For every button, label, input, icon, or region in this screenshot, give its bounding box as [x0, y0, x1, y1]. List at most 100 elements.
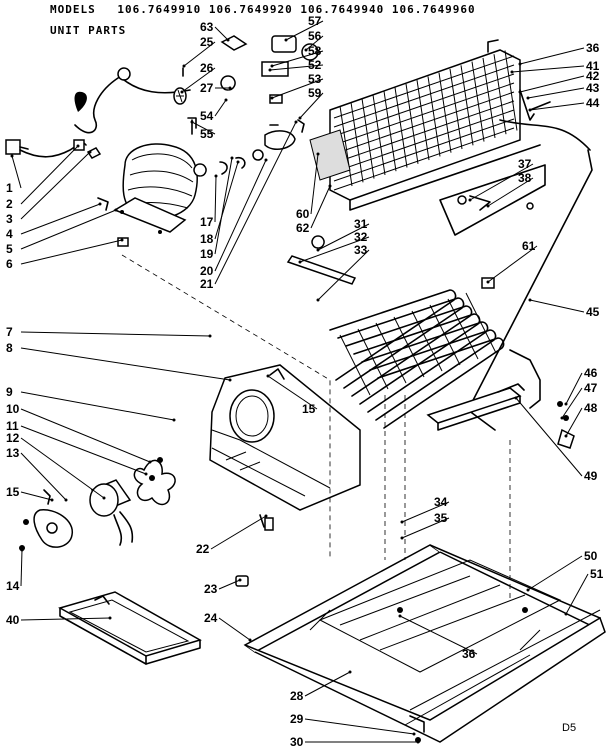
- leader-tip: [294, 120, 298, 124]
- leader-line: [218, 579, 241, 590]
- leader-line: [304, 718, 415, 735]
- leader-tip: [270, 64, 274, 68]
- leader-tip: [316, 152, 320, 156]
- leader-tip: [172, 418, 176, 422]
- callout-number: 51: [590, 567, 604, 581]
- callout-number: 32: [354, 230, 368, 244]
- model-number: 106.7649940: [300, 3, 385, 16]
- callout-number: 31: [354, 217, 368, 231]
- leader-line: [487, 245, 538, 283]
- leader-tip: [98, 202, 102, 206]
- models-label: MODELS: [50, 3, 96, 16]
- callout-number: 5: [6, 242, 13, 256]
- callout-number: 40: [6, 613, 20, 627]
- leader-line: [519, 75, 585, 93]
- leader-line: [20, 145, 79, 205]
- leader-tip: [236, 160, 240, 164]
- leader-tip: [348, 670, 352, 674]
- leader-tip: [526, 96, 530, 100]
- leader-line: [304, 671, 351, 697]
- leader-line: [191, 121, 216, 135]
- evaporator-fin: [375, 322, 407, 384]
- leader-tip: [238, 578, 242, 582]
- leader-line: [210, 515, 267, 550]
- leader-line: [399, 615, 478, 655]
- callout-number: 61: [522, 239, 536, 253]
- leader-line: [529, 299, 585, 313]
- leader-tip: [564, 402, 568, 406]
- leader-tip: [518, 62, 522, 66]
- evaporator-fin: [447, 298, 479, 360]
- callout-number: 13: [6, 446, 20, 460]
- leader-line: [20, 151, 91, 220]
- leader-tip: [564, 612, 568, 616]
- callout-number: 36: [586, 41, 600, 55]
- callout-number: 26: [200, 61, 214, 75]
- leader-line: [20, 408, 151, 463]
- leader-line: [20, 209, 117, 250]
- diagram-code: D5: [562, 722, 576, 734]
- leader-line: [20, 549, 23, 587]
- leader-tip: [518, 90, 522, 94]
- leader-tip: [400, 520, 404, 524]
- filter-drier: [286, 235, 357, 285]
- callout-number: 57: [308, 14, 322, 28]
- leader-tip: [304, 48, 308, 52]
- leader-tip: [108, 616, 112, 620]
- callout-labels: 6325262754555756585253593641424344123456…: [6, 14, 604, 749]
- callout-number: 41: [586, 59, 600, 73]
- leader-tip: [144, 472, 148, 476]
- leader-tip: [514, 396, 518, 400]
- leader-line: [20, 331, 211, 337]
- callout-number: 9: [6, 385, 13, 399]
- leader-line: [317, 249, 370, 301]
- leader-tip: [228, 86, 232, 90]
- leader-line: [11, 155, 22, 189]
- leader-tip: [468, 198, 472, 202]
- callout-number: 25: [200, 35, 214, 49]
- leader-tip: [180, 90, 184, 94]
- leader-tip: [416, 740, 420, 744]
- callout-number: 30: [290, 735, 304, 749]
- leader-tip: [266, 374, 270, 378]
- leader-tip: [528, 298, 532, 302]
- guide-lines: [121, 254, 511, 600]
- fan-motor: [19, 457, 176, 551]
- leader-tip: [214, 174, 218, 178]
- leader-line: [271, 78, 324, 99]
- callout-number: 36: [462, 647, 476, 661]
- fan-bracket: [209, 364, 361, 531]
- leader-tip: [526, 588, 530, 592]
- callout-number: 52: [308, 58, 322, 72]
- leader-line: [519, 47, 585, 65]
- leader-line: [401, 517, 450, 539]
- callout-number: 20: [200, 264, 214, 278]
- callout-number: 19: [200, 247, 214, 261]
- callout-number: 23: [204, 582, 218, 596]
- callout-number: 24: [204, 611, 218, 625]
- callout-number: 44: [586, 96, 600, 110]
- callout-number: 59: [308, 86, 322, 100]
- callout-number: 37: [518, 157, 532, 171]
- callout-number: 62: [296, 221, 310, 235]
- leader-tip: [284, 38, 288, 42]
- leader-tip: [20, 548, 24, 552]
- callout-number: 6: [6, 257, 13, 271]
- leader-line: [214, 161, 239, 240]
- leader-tip: [412, 732, 416, 736]
- model-number: 106.7649920: [208, 3, 293, 16]
- leader-tip: [102, 496, 106, 500]
- leader-line: [20, 239, 123, 265]
- leader-line: [565, 407, 583, 437]
- callout-number: 47: [584, 381, 598, 395]
- leader-tip: [50, 498, 54, 502]
- leader-line: [487, 177, 534, 207]
- leader-tip: [270, 96, 274, 100]
- callout-number: 12: [6, 431, 20, 445]
- callout-number: 54: [200, 109, 214, 123]
- leader-tip: [182, 64, 186, 68]
- leader-line: [469, 163, 534, 201]
- leader-line: [527, 555, 583, 591]
